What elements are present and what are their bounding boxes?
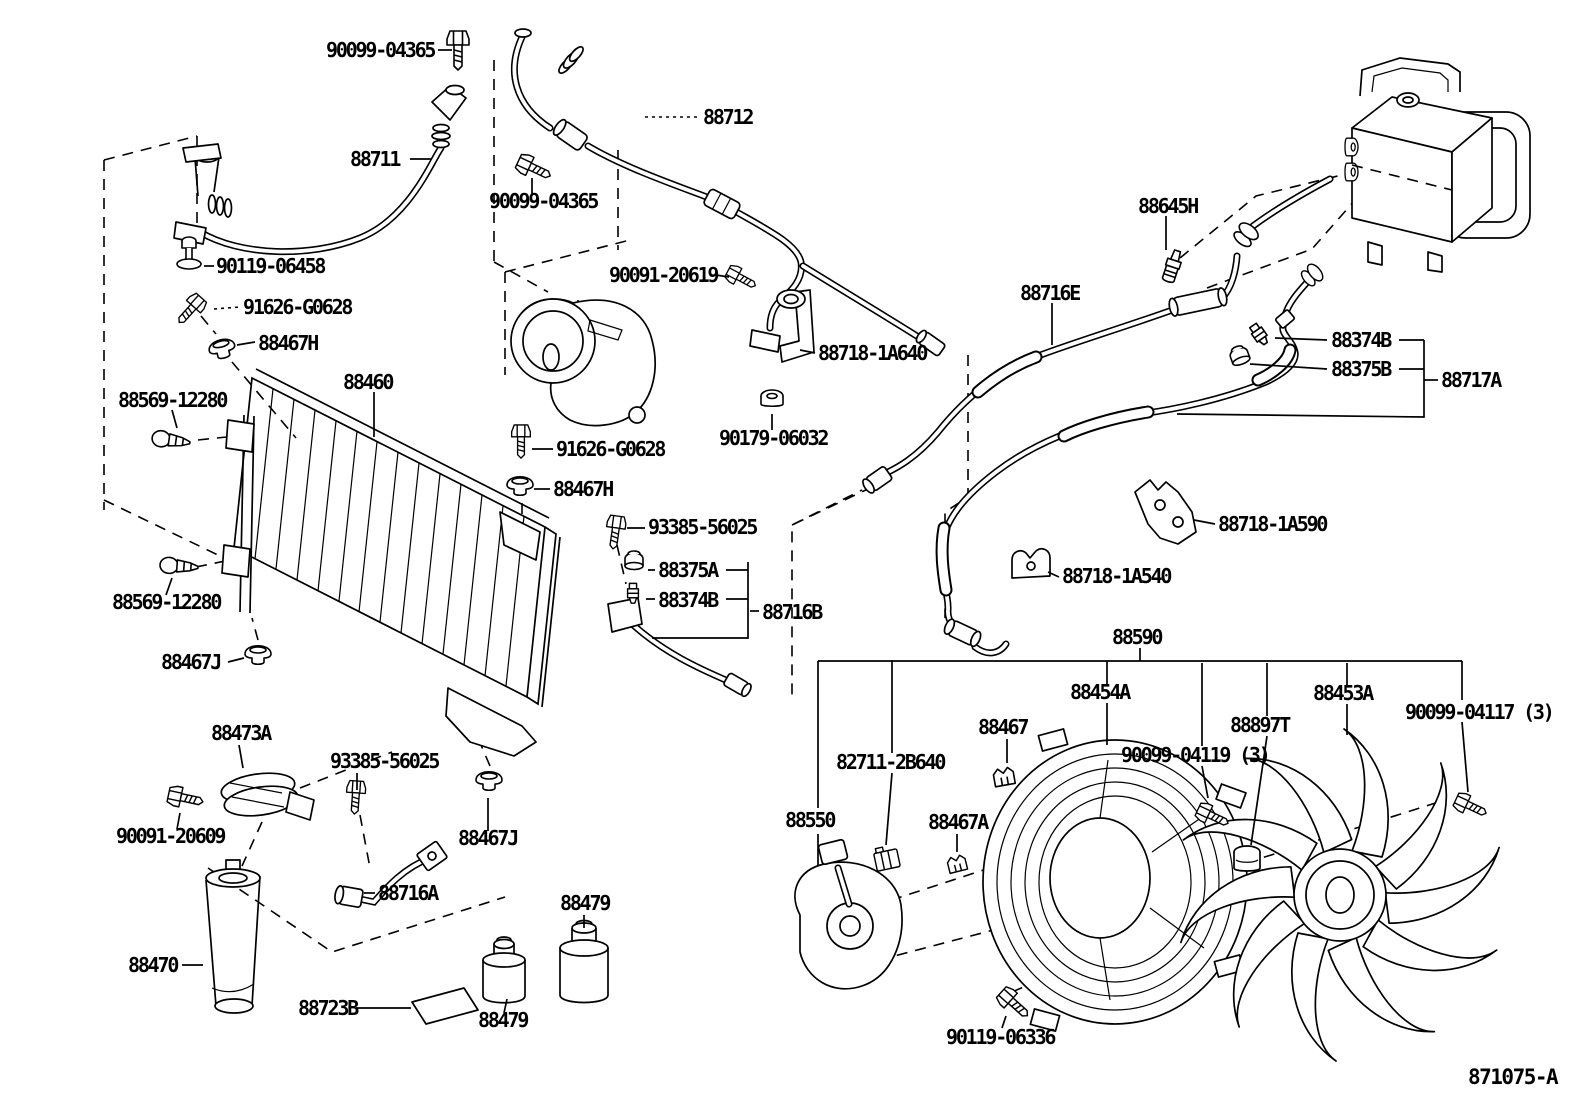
part-label-88718-1A640: 88718-1A640 (818, 341, 927, 365)
part-label-88479-a: 88479 (560, 891, 610, 915)
part-label-93385-56025-a: 93385-56025 (648, 515, 757, 539)
part-label-90099-04119: 90099-04119 (3) (1121, 743, 1269, 767)
bolt-90119-06336 (993, 984, 1035, 1024)
part-label-90091-20619: 90091-20619 (609, 263, 718, 287)
part-label-90099-04365-a: 90099-04365 (326, 38, 435, 62)
fan-motor-88550 (794, 838, 903, 990)
part-label-88453A: 88453A (1313, 681, 1374, 705)
part-label-88473A: 88473A (211, 721, 272, 745)
part-label-88467J-a: 88467J (161, 650, 220, 674)
part-label-88454A: 88454A (1070, 680, 1131, 704)
part-label-88569-12280-a: 88569-12280 (118, 388, 227, 412)
part-label-90099-04117: 90099-04117 (3) (1405, 700, 1553, 724)
part-label-88711: 88711 (350, 147, 401, 171)
bracket-88718-1A640 (749, 289, 815, 363)
connector-82711-2B640 (872, 843, 902, 872)
part-label-90119-06336: 90119-06336 (946, 1025, 1055, 1049)
bolt-91626-G0628-a (171, 290, 210, 330)
nut-90179-06032 (760, 389, 784, 408)
bolt-93385-56025-a (602, 514, 628, 551)
part-label-88718-1A540: 88718-1A540 (1062, 564, 1171, 588)
bolt-90091-20619 (723, 262, 761, 295)
part-label-88460: 88460 (343, 370, 393, 394)
part-label-90099-04365-b: 90099-04365 (489, 189, 598, 213)
clamp-88473A (220, 772, 315, 821)
grommet-88467J-a (244, 644, 272, 666)
part-label-88375A: 88375A (658, 558, 719, 582)
pipe-88716B (607, 550, 752, 698)
part-label-82711-2B640: 82711-2B640 (836, 750, 945, 774)
part-label-88590: 88590 (1112, 625, 1162, 649)
clamp-88718-1A540 (1011, 548, 1051, 579)
receiver-drier-88470 (205, 859, 261, 1014)
grommet-88467H-b (506, 475, 534, 497)
canister-88479-a (559, 919, 609, 1004)
part-label-88470: 88470 (128, 953, 178, 977)
cap-88375A (624, 550, 644, 571)
figure-reference-code: 871075-A (1468, 1065, 1559, 1089)
part-label-88374B-b: 88374B (1331, 328, 1392, 352)
bolt-93385-56025-b (344, 779, 367, 816)
hose-88712 (514, 28, 946, 357)
part-label-88467A: 88467A (928, 810, 989, 834)
part-label-88467H-a: 88467H (258, 331, 318, 355)
bolt-90091-20609 (165, 784, 206, 813)
part-label-91626-G0628-a: 91626-G0628 (243, 295, 352, 319)
cooling-unit-tank (1344, 57, 1531, 273)
part-label-88479-b: 88479 (478, 1008, 528, 1032)
grommet-88467H-a (206, 336, 238, 362)
canister-88479-b (482, 936, 526, 1004)
part-label-88897T: 88897T (1230, 713, 1291, 737)
part-label-90179-06032: 90179-06032 (719, 426, 828, 450)
part-label-88716B: 88716B (762, 600, 823, 624)
bolt-91626-G0628-b (510, 424, 532, 459)
bolt-90099-04117 (1451, 790, 1491, 823)
bolt-90099-04365-b (513, 151, 556, 186)
part-label-93385-56025-b: 93385-56025 (330, 749, 439, 773)
pressure-switch-88645H (1160, 247, 1186, 285)
pin-88569-12280-a (150, 428, 192, 452)
part-label-88375B: 88375B (1331, 357, 1392, 381)
hose-88711 (173, 84, 467, 252)
leader-lines (165, 49, 1438, 1029)
pipe-88716E (862, 179, 1330, 494)
condenser-88460 (221, 368, 561, 757)
clip-88467 (991, 765, 1017, 788)
part-label-88467H-b: 88467H (553, 477, 613, 501)
gasket-88723B (411, 987, 479, 1025)
clip-88467A (945, 853, 969, 875)
pipe-88717A (935, 260, 1327, 652)
part-label-90091-20609: 90091-20609 (116, 824, 225, 848)
grommet-88467J-b (475, 770, 503, 792)
part-label-88645H: 88645H (1138, 194, 1198, 218)
part-label-88718-1A590: 88718-1A590 (1218, 512, 1327, 536)
part-label-88569-12280-b: 88569-12280 (112, 590, 221, 614)
pin-88569-12280-b (158, 555, 200, 577)
part-label-88374B-a: 88374B (658, 588, 719, 612)
part-label-91626-G0628-b: 91626-G0628 (556, 437, 665, 461)
grommet-88897T (1233, 845, 1261, 872)
valve-88374B-b (1247, 321, 1272, 348)
part-label-88467J-b: 88467J (458, 826, 517, 850)
part-label-90119-06458: 90119-06458 (216, 254, 325, 278)
part-labels: 90099-04365 88711 90099-04365 88712 9011… (112, 38, 1561, 1089)
cap-88375B (1226, 342, 1252, 368)
part-label-88716A: 88716A (378, 881, 439, 905)
part-label-88467: 88467 (978, 715, 1028, 739)
part-label-88550: 88550 (785, 808, 835, 832)
part-label-88717A: 88717A (1441, 368, 1502, 392)
part-label-88712: 88712 (703, 105, 753, 129)
bracket-88718-1A590 (1134, 479, 1197, 545)
compressor-drawing (510, 298, 656, 427)
hose-88716A (334, 840, 448, 908)
part-label-88723B: 88723B (298, 996, 359, 1020)
fan-shroud-88454A (982, 728, 1248, 1032)
part-label-88716E: 88716E (1020, 281, 1080, 305)
fan-blade-88453A (1166, 728, 1514, 1062)
